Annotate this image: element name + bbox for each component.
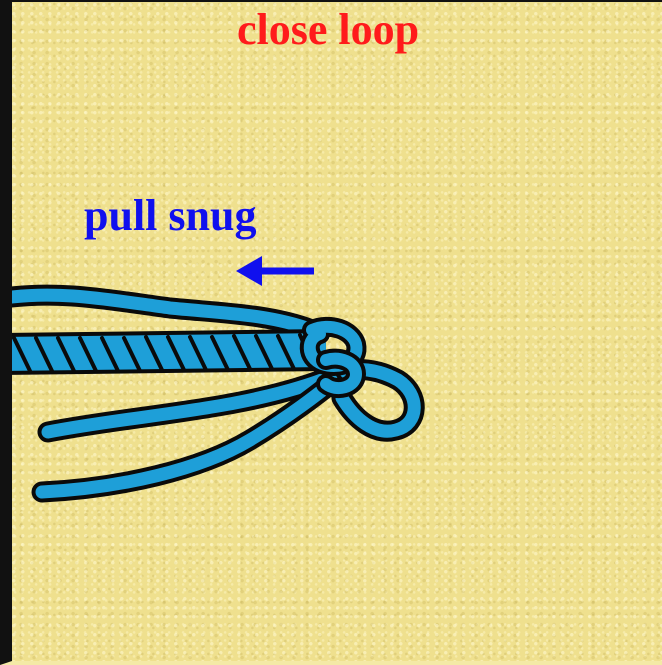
knot-wraps <box>299 316 367 399</box>
main-rope <box>12 329 327 375</box>
pull-snug-label: pull snug <box>84 191 257 240</box>
diagram-title: close loop <box>236 5 420 54</box>
lower-strand <box>31 367 349 503</box>
closing-loop <box>331 359 425 442</box>
upper-strand <box>12 284 323 341</box>
middle-strand <box>37 365 343 443</box>
arrow-left-icon <box>236 256 314 286</box>
